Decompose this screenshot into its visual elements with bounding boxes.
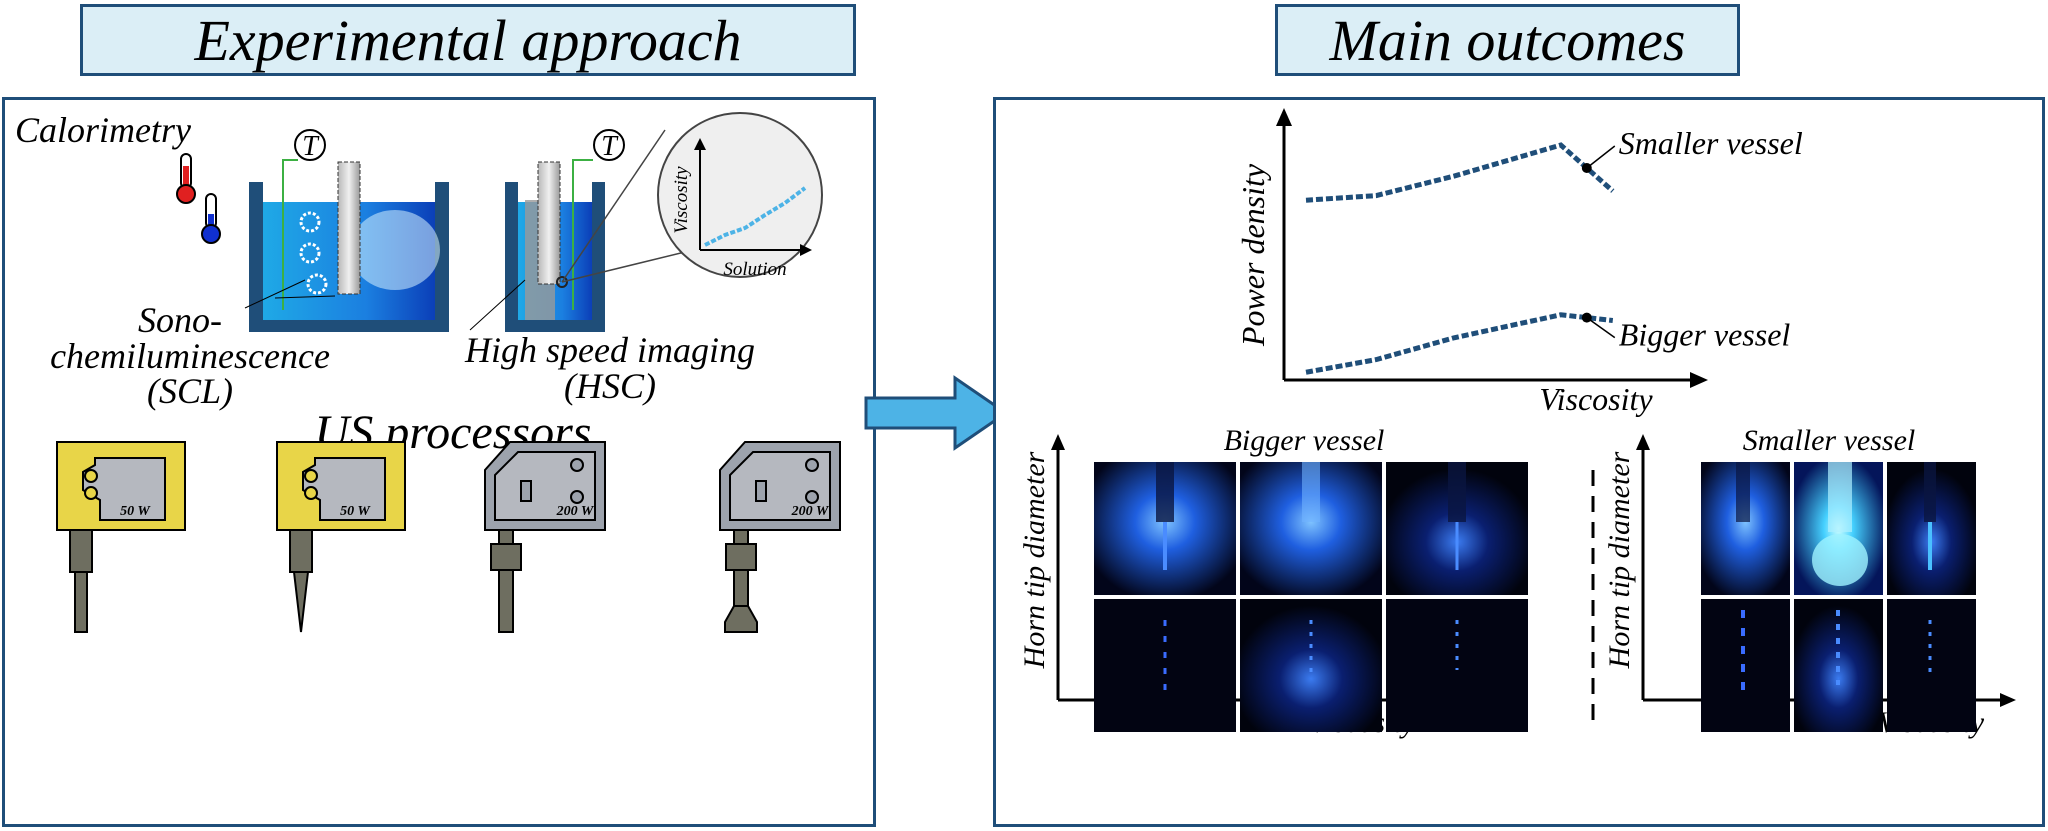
- processor-power-label: 200 W: [556, 504, 595, 519]
- viscosity-solution-inset: Viscosity Solution: [561, 112, 823, 283]
- processor-power-label: 200 W: [791, 504, 830, 519]
- thermometer-hot-icon: [176, 153, 196, 204]
- series-leader-line: [1586, 145, 1616, 169]
- chart-ylabel: Power density: [1235, 163, 1271, 347]
- processor-50w-a: 50 W: [56, 441, 186, 633]
- thermometer-cold-icon: [201, 193, 221, 244]
- hsc-label-line2: (HSC): [564, 366, 656, 406]
- thermo-symbol-2: T: [601, 131, 619, 162]
- processor-power-label: 50 W: [340, 504, 371, 519]
- scl-label-line2: chemiluminescence: [50, 336, 330, 376]
- power-density-chart: Power density Viscosity Smaller vessel B…: [1235, 108, 1803, 417]
- grid-ylabel-left: Horn tip diameter: [1018, 451, 1051, 669]
- series-label-smaller-vessel: Smaller vessel: [1619, 125, 1803, 161]
- processor-200w-a: 200 W: [484, 441, 606, 633]
- inset-xlabel: Solution: [723, 259, 786, 280]
- left-panel-figure: Calorimetry T: [15, 110, 841, 633]
- right-panel-figure: Power density Viscosity Smaller vessel B…: [1018, 108, 2016, 739]
- left-panel: Calorimetry T: [2, 97, 876, 827]
- main-outcomes-title: Main outcomes: [1275, 4, 1740, 76]
- chart-xlabel: Viscosity: [1539, 381, 1653, 417]
- experimental-approach-title: Experimental approach: [80, 4, 856, 76]
- inset-ylabel: Viscosity: [671, 166, 692, 234]
- bigger-vessel-grid: Horn tip diameter Viscosity Bigger vesse…: [1018, 424, 1528, 739]
- processor-200w-b: 200 W: [719, 441, 841, 633]
- smaller-vessel-label: Smaller vessel: [1743, 424, 1915, 457]
- scl-label-line3: (SCL): [147, 371, 233, 411]
- hsc-vessel: T: [505, 129, 625, 332]
- scl-label-line1: Sono-: [138, 300, 222, 340]
- calorimetry-label: Calorimetry: [15, 110, 191, 150]
- series-line-bigger-vessel: [1305, 312, 1614, 375]
- hsc-label-line1: High speed imaging: [464, 330, 755, 370]
- right-panel: Power density Viscosity Smaller vessel B…: [993, 97, 2045, 827]
- grid-ylabel-right: Horn tip diameter: [1603, 451, 1636, 669]
- bigger-vessel-label: Bigger vessel: [1224, 424, 1385, 457]
- smaller-vessel-grid: Horn tip diameter Viscosity Smaller vess…: [1603, 424, 2016, 739]
- processor-50w-b: 50 W: [276, 441, 406, 633]
- processor-power-label: 50 W: [120, 504, 151, 519]
- thermo-symbol-1: T: [302, 131, 320, 162]
- series-leader-line: [1586, 317, 1616, 339]
- series-line-smaller-vessel: [1305, 142, 1615, 203]
- scl-vessel: T: [249, 129, 449, 332]
- series-label-bigger-vessel: Bigger vessel: [1619, 317, 1791, 353]
